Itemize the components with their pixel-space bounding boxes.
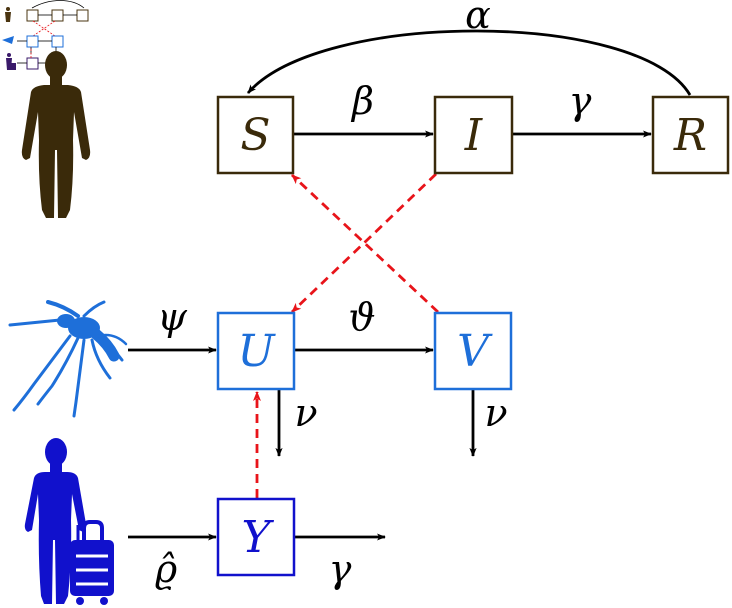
node-i-label: I xyxy=(464,110,484,161)
node-y-label: Y xyxy=(241,512,274,563)
arrow-alpha xyxy=(246,29,692,96)
node-v-label: V xyxy=(457,326,493,377)
rate-gamma-traveler-label: γ xyxy=(329,547,352,591)
rate-gamma-human-label: γ xyxy=(569,79,592,123)
infection-arrow-v-to-s xyxy=(291,173,439,314)
node-s-label: S xyxy=(240,110,270,161)
human-silhouette-icon xyxy=(21,51,91,218)
traveler-with-suitcase-icon xyxy=(24,438,114,605)
node-s: S xyxy=(216,95,295,175)
node-i: I xyxy=(433,95,514,175)
infection-arrow-i-to-u xyxy=(291,172,437,314)
rate-nu-u-label: ν xyxy=(294,391,317,435)
rate-alpha-label: α xyxy=(465,0,491,37)
model-thumbnail-icon xyxy=(2,0,89,70)
rate-beta-label: β xyxy=(350,79,374,123)
node-y: Y xyxy=(216,497,296,577)
node-v: V xyxy=(433,311,513,391)
mosquito-icon xyxy=(8,300,128,418)
node-r: R xyxy=(651,95,730,175)
node-u: U xyxy=(216,311,296,391)
rate-rho-label: ϱ̂ xyxy=(155,547,178,591)
node-r-label: R xyxy=(673,110,707,161)
rate-theta-label: ϑ xyxy=(348,295,375,339)
rate-nu-v-label: ν xyxy=(484,391,507,435)
node-u-label: U xyxy=(237,326,276,377)
rate-psi-label: ψ xyxy=(157,295,188,339)
